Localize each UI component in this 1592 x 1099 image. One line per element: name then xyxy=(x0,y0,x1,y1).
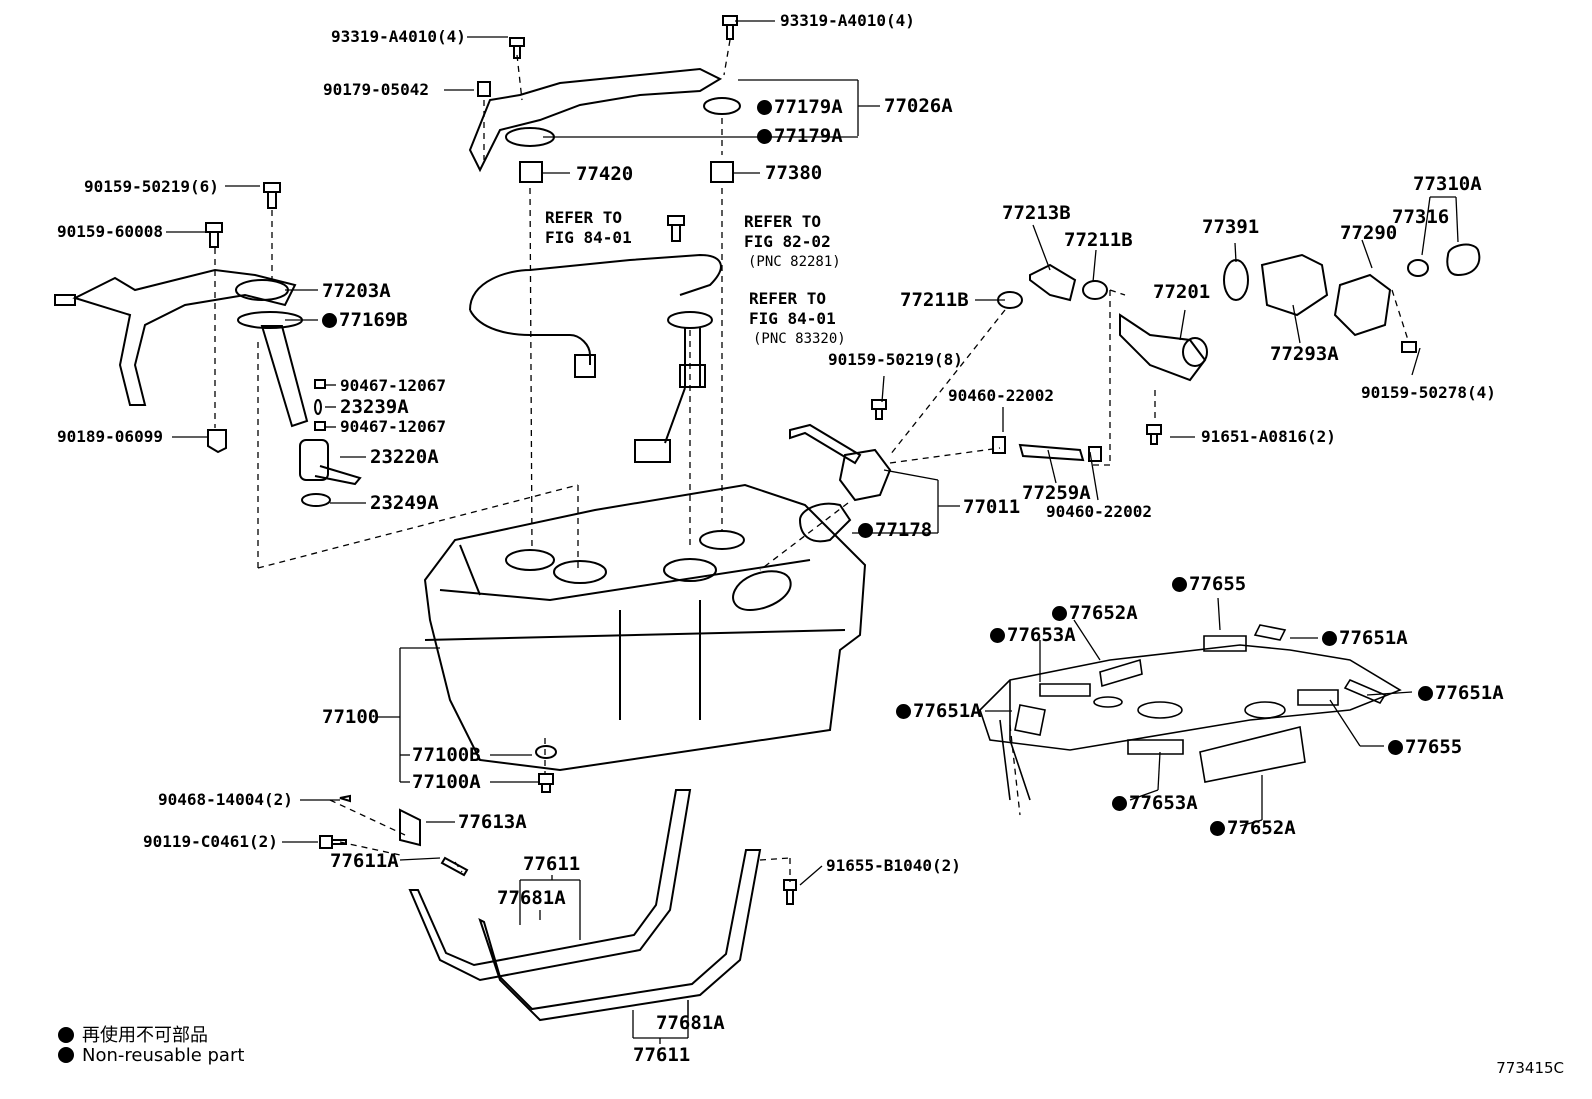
figure-id: 773415C xyxy=(1496,1059,1564,1077)
non-reusable-dot-icon xyxy=(322,313,337,328)
part-label-non-reusable[interactable]: 77653A xyxy=(990,624,1076,646)
refer-note-line: FIG 84-01 xyxy=(749,309,836,328)
fuel-tank-body xyxy=(423,483,867,772)
part-label[interactable]: 77201 xyxy=(1153,281,1211,303)
refer-note-line: REFER TO xyxy=(744,212,822,231)
part-label[interactable]: 90467-12067 xyxy=(340,376,446,395)
part-label[interactable]: 90159-50278(4) xyxy=(1361,383,1496,402)
non-reusable-dot-icon xyxy=(990,628,1005,643)
tank-straps xyxy=(399,789,762,1022)
part-label[interactable]: 77100B xyxy=(412,744,481,766)
part-label[interactable]: 77100A xyxy=(412,771,481,793)
sender-gauge-center xyxy=(469,253,722,463)
part-label[interactable]: 77391 xyxy=(1202,216,1260,238)
part-label[interactable]: 91655-B1040(2) xyxy=(826,856,961,875)
part-label[interactable]: 77611A xyxy=(330,850,399,872)
part-label[interactable]: 77681A xyxy=(497,887,566,909)
part-label[interactable]: 77259A xyxy=(1022,482,1091,504)
part-label[interactable]: 91651-A0816(2) xyxy=(1201,427,1336,446)
non-reusable-dot-icon xyxy=(858,523,873,538)
part-label[interactable]: 77290 xyxy=(1340,222,1398,244)
part-label[interactable]: 77613A xyxy=(458,811,527,833)
part-label-non-reusable[interactable]: 77652A xyxy=(1210,817,1296,839)
refer-note-pnc: (PNC 82281) xyxy=(748,254,841,270)
filler-pipe xyxy=(789,243,1481,543)
part-label[interactable]: 77100 xyxy=(322,706,380,728)
vent-bracket xyxy=(468,67,741,183)
refer-note-line: REFER TO xyxy=(749,289,827,308)
non-reusable-dot-icon xyxy=(896,704,911,719)
refer-note-line: FIG 82-02 xyxy=(744,232,831,251)
part-label-non-reusable[interactable]: 77651A xyxy=(1322,627,1408,649)
dashed-alignment-lines xyxy=(214,39,1409,882)
non-reusable-dot-icon xyxy=(1210,821,1225,836)
part-label-non-reusable[interactable]: 77178 xyxy=(858,519,932,541)
refer-note-line: FIG 84-01 xyxy=(545,228,632,247)
non-reusable-dot-icon xyxy=(757,129,772,144)
tank-protector-plate xyxy=(979,624,1402,801)
part-label[interactable]: 23249A xyxy=(370,492,439,514)
part-label[interactable]: 77293A xyxy=(1270,343,1339,365)
refer-note-pnc: (PNC 83320) xyxy=(753,331,846,347)
part-label[interactable]: 77011 xyxy=(963,496,1021,518)
part-label[interactable]: 77213B xyxy=(1002,202,1071,224)
part-label[interactable]: 77211B xyxy=(1064,229,1133,251)
non-reusable-dot-icon xyxy=(1322,631,1337,646)
part-label[interactable]: 77203A xyxy=(322,280,391,302)
sender-gauge-left xyxy=(54,268,362,507)
part-label-non-reusable[interactable]: 77651A xyxy=(896,700,982,722)
part-label[interactable]: 90460-22002 xyxy=(948,386,1054,405)
refer-note[interactable]: REFER TO FIG 84-01 xyxy=(545,208,632,248)
part-label[interactable]: 90460-22002 xyxy=(1046,502,1152,521)
non-reusable-dot-icon xyxy=(58,1027,74,1043)
part-label[interactable]: 23239A xyxy=(340,396,409,418)
part-label[interactable]: 77310A xyxy=(1413,173,1482,195)
non-reusable-dot-icon xyxy=(1052,606,1067,621)
legend-japanese: 再使用不可部品 xyxy=(58,1021,208,1047)
hardware xyxy=(205,15,1417,905)
part-label[interactable]: 90189-06099 xyxy=(57,427,163,446)
part-label[interactable]: 77316 xyxy=(1392,206,1450,228)
part-label[interactable]: 90159-50219(8) xyxy=(828,350,963,369)
non-reusable-dot-icon xyxy=(1112,796,1127,811)
part-label[interactable]: 90468-14004(2) xyxy=(158,790,293,809)
part-label[interactable]: 23220A xyxy=(370,446,439,468)
part-label[interactable]: 77420 xyxy=(576,163,634,185)
part-label-non-reusable[interactable]: 77655 xyxy=(1388,736,1462,758)
part-label[interactable]: 93319-A4010(4) xyxy=(780,11,915,30)
non-reusable-dot-icon xyxy=(58,1047,74,1063)
part-label-non-reusable[interactable]: 77179A xyxy=(757,125,843,147)
part-label[interactable]: 90119-C0461(2) xyxy=(143,832,278,851)
part-label[interactable]: 90179-05042 xyxy=(323,80,429,99)
part-label[interactable]: 77026A xyxy=(884,95,953,117)
part-label[interactable]: 77611 xyxy=(523,853,581,875)
non-reusable-dot-icon xyxy=(1388,740,1403,755)
refer-note[interactable]: REFER TO FIG 84-01 (PNC 83320) xyxy=(749,289,846,349)
refer-note-line: REFER TO xyxy=(545,208,623,227)
legend-english: Non-reusable part xyxy=(58,1045,244,1066)
refer-note[interactable]: REFER TO FIG 82-02 (PNC 82281) xyxy=(744,212,841,272)
part-label-non-reusable[interactable]: 77651A xyxy=(1418,682,1504,704)
part-label[interactable]: 77211B xyxy=(900,289,969,311)
part-label[interactable]: 93319-A4010(4) xyxy=(331,27,466,46)
part-label-non-reusable[interactable]: 77179A xyxy=(757,96,843,118)
part-label-non-reusable[interactable]: 77652A xyxy=(1052,602,1138,624)
non-reusable-dot-icon xyxy=(1418,686,1433,701)
part-label[interactable]: 90159-50219(6) xyxy=(84,177,219,196)
part-label-non-reusable[interactable]: 77655 xyxy=(1172,573,1246,595)
part-label[interactable]: 77611 xyxy=(633,1044,691,1066)
part-label-non-reusable[interactable]: 77653A xyxy=(1112,792,1198,814)
part-label[interactable]: 77380 xyxy=(765,162,823,184)
non-reusable-dot-icon xyxy=(1172,577,1187,592)
part-label[interactable]: 77681A xyxy=(656,1012,725,1034)
part-label[interactable]: 90159-60008 xyxy=(57,222,163,241)
non-reusable-dot-icon xyxy=(757,100,772,115)
part-label-non-reusable[interactable]: 77169B xyxy=(322,309,408,331)
part-label[interactable]: 90467-12067 xyxy=(340,417,446,436)
